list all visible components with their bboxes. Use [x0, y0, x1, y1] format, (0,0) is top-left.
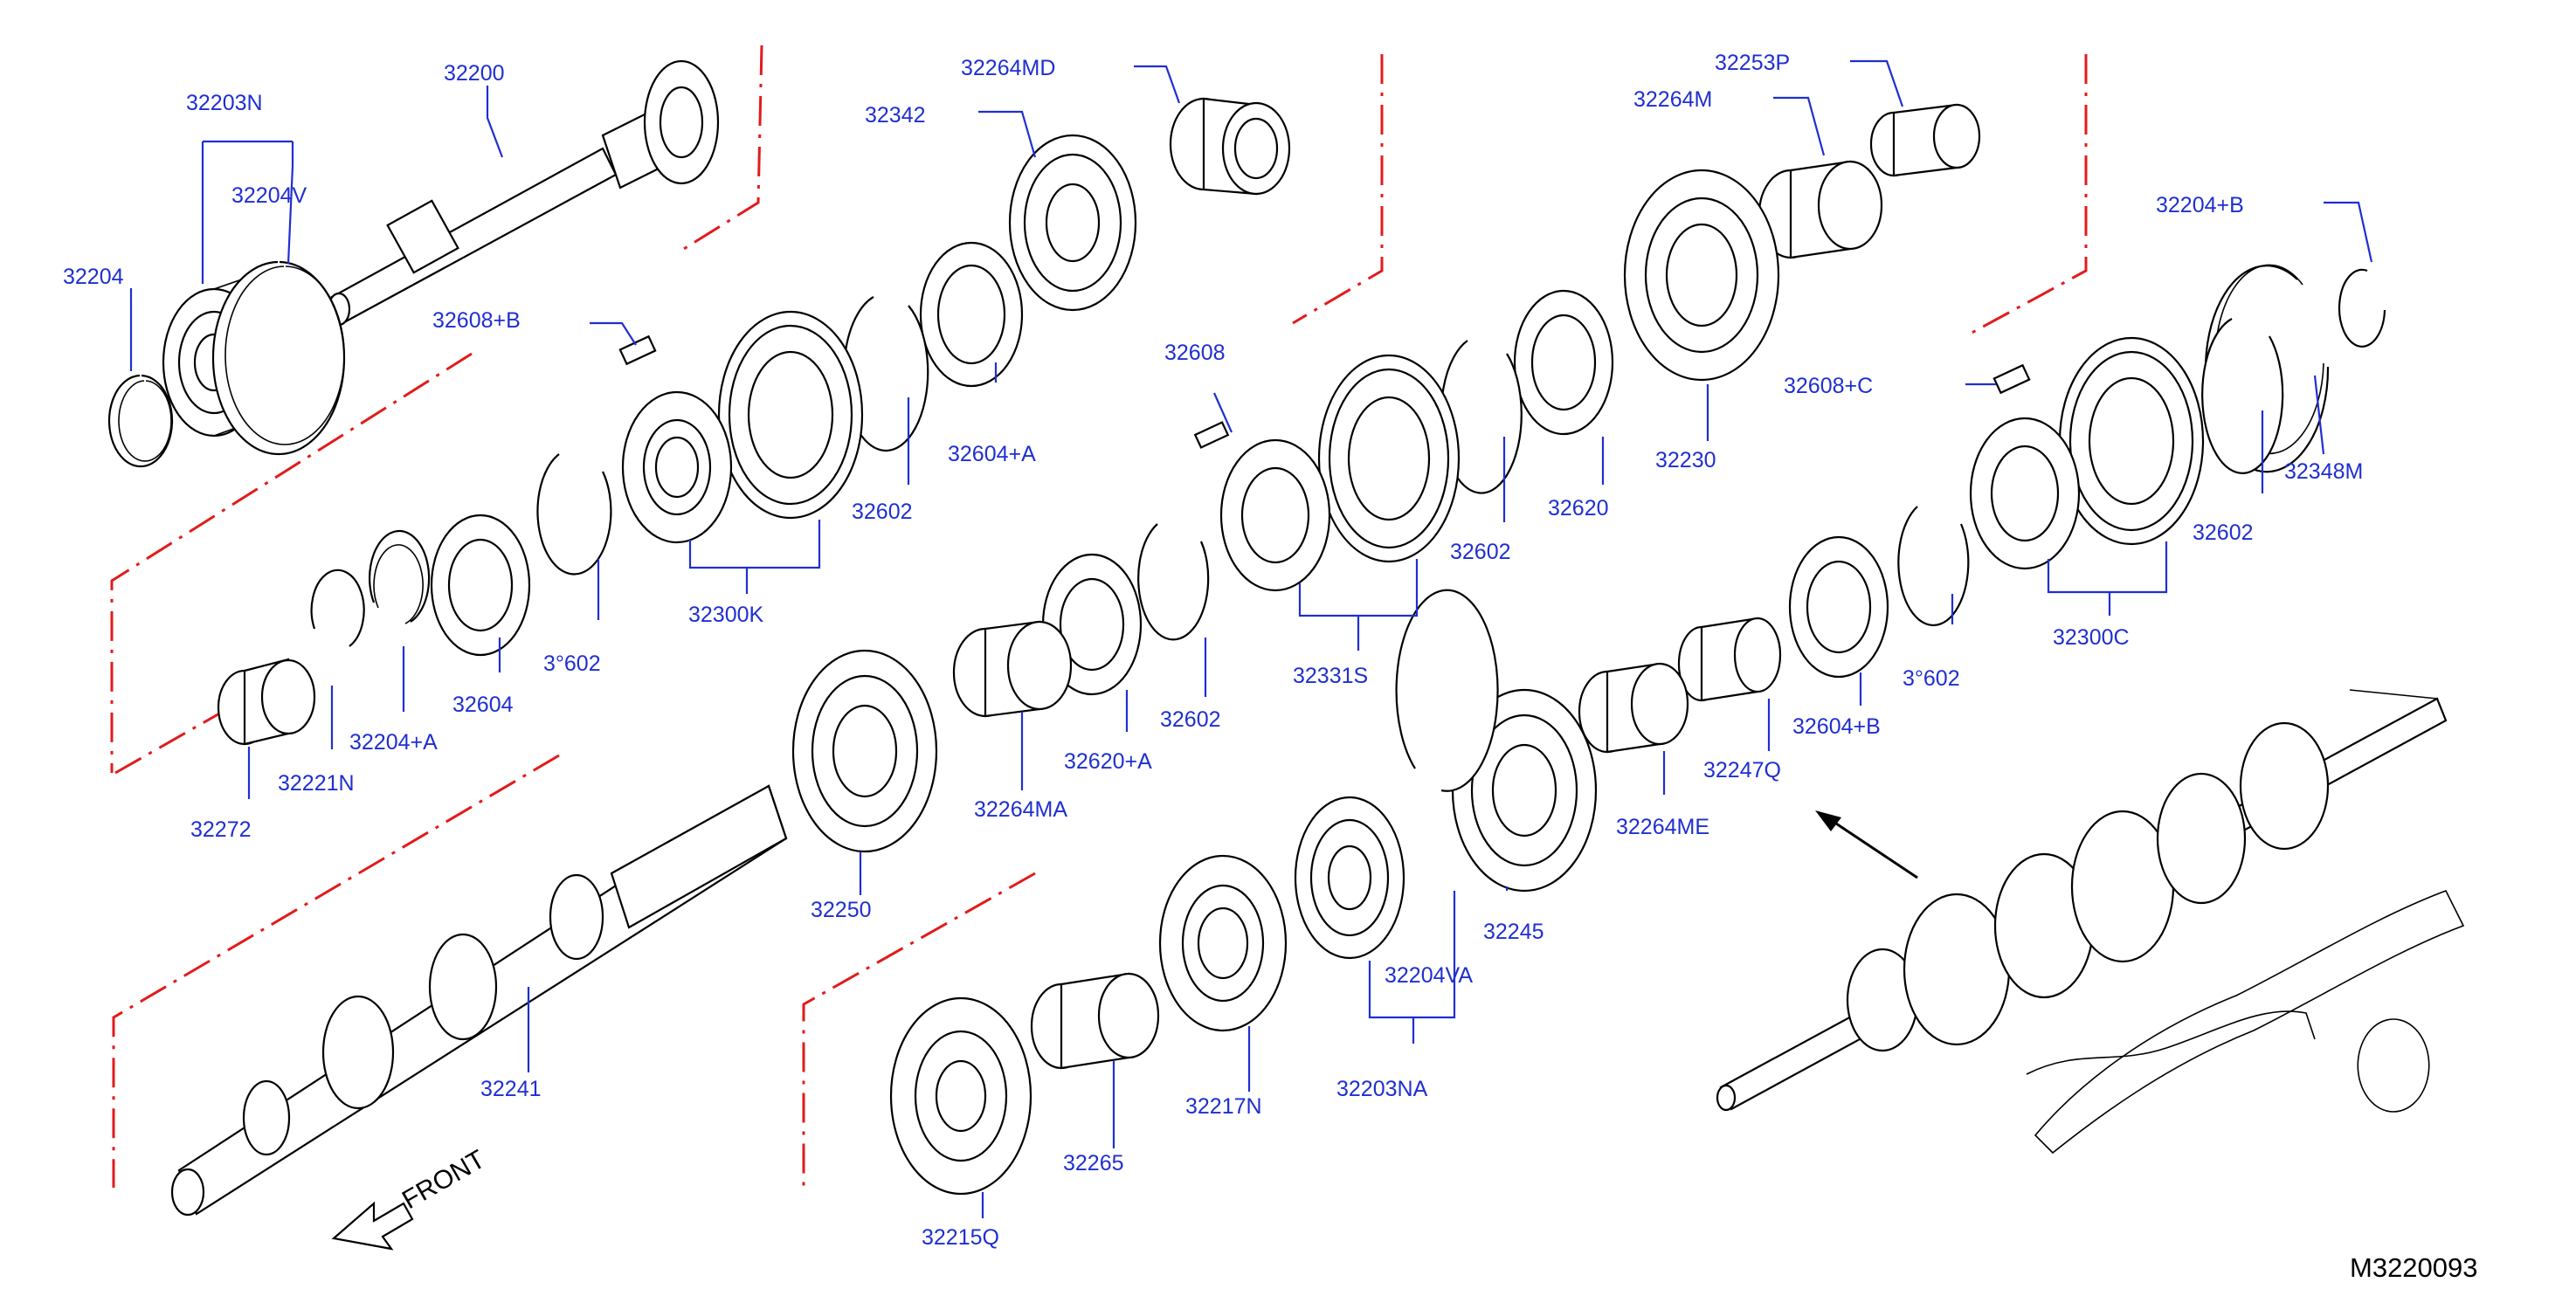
label-3602-a: 3°602	[543, 651, 601, 676]
label-32204B: 32204+B	[2156, 193, 2244, 217]
bushing-32247Q	[1677, 617, 1782, 702]
label-32241: 32241	[480, 1077, 542, 1101]
label-32204A: 32204+A	[349, 730, 438, 755]
bushing-32253P	[1869, 103, 1981, 177]
assembled-shaft-view	[1716, 689, 2465, 1155]
label-32230: 32230	[1655, 448, 1716, 472]
needle-bearing-32264ME	[1578, 662, 1689, 754]
label-32221N: 32221N	[278, 771, 355, 796]
label-32604: 32604	[452, 693, 514, 717]
label-32602-d: 32602	[2193, 520, 2254, 545]
baulk-ring-32604B	[1788, 535, 1889, 679]
label-32300C: 32300C	[2053, 625, 2130, 650]
insert-key-32608	[1193, 421, 1230, 449]
front-label: FRONT	[397, 1145, 490, 1215]
hub-32300K	[621, 390, 733, 544]
label-32608: 32608	[1164, 341, 1226, 365]
label-32265: 32265	[1063, 1151, 1124, 1175]
diagram-code: M3220093	[2350, 1252, 2478, 1283]
label-32203NA: 32203NA	[1336, 1077, 1428, 1101]
snap-ring-3602-right	[1897, 506, 1970, 627]
label-32200: 32200	[444, 61, 505, 86]
baulk-ring-32620	[1513, 289, 1614, 436]
snap-ring-32602-mid	[1440, 340, 1523, 494]
needle-bearing-32264MA	[952, 620, 1073, 718]
label-32602-c: 32602	[1160, 707, 1221, 732]
label-32245: 32245	[1483, 920, 1544, 944]
gear-32215Q	[889, 996, 1032, 1196]
leader-lines	[129, 59, 2373, 1218]
insert-key-32608C	[1992, 363, 2031, 395]
label-32272: 32272	[190, 817, 252, 842]
baulk-ring-32604A	[919, 241, 1024, 388]
label-32608B: 32608+B	[432, 308, 521, 333]
label-32620A: 32620+A	[1064, 749, 1152, 774]
needle-bearing-32264M	[1758, 160, 1883, 259]
label-32300K: 32300K	[688, 603, 764, 627]
main-shaft-32241	[170, 784, 788, 1217]
part-labels: 32200 32203N 32204V 32204 32608+B 32264M…	[63, 51, 2363, 1250]
label-32342: 32342	[865, 103, 926, 128]
gear-32230	[1623, 169, 1780, 382]
label-32264MA: 32264MA	[974, 797, 1067, 822]
label-3602-b: 3°602	[1903, 666, 1960, 691]
baulk-ring-32604	[430, 514, 531, 657]
label-32620: 32620	[1548, 496, 1609, 520]
label-32608C: 32608+C	[1784, 374, 1873, 398]
label-32348M: 32348M	[2284, 459, 2363, 484]
hub-32331S	[1219, 438, 1331, 592]
needle-bearing-32272	[217, 658, 316, 746]
snap-ring-32204B	[2338, 268, 2386, 348]
label-32204VA: 32204VA	[1385, 963, 1473, 988]
bearing-32203NA	[1294, 796, 1405, 960]
label-32204V: 32204V	[231, 183, 307, 208]
label-32264MD: 32264MD	[961, 56, 1055, 80]
phantom-lines	[110, 45, 2088, 1188]
sleeve-32331S	[1317, 354, 1461, 563]
label-32253P: 32253P	[1715, 51, 1790, 75]
label-32602-a: 32602	[852, 500, 913, 524]
label-32602-b: 32602	[1450, 540, 1511, 564]
hub-32300C	[1969, 417, 2081, 570]
assembly-arrow	[1815, 810, 1918, 879]
snap-ring-32602-upper	[843, 296, 929, 452]
label-32604B: 32604+B	[1792, 714, 1881, 739]
needle-bearing-32264MD	[1169, 97, 1291, 196]
label-32247Q: 32247Q	[1703, 758, 1781, 782]
label-32264ME: 32264ME	[1616, 815, 1709, 839]
gear-32217N	[1158, 854, 1288, 1032]
snap-ring-32221N	[310, 569, 365, 647]
label-32217N: 32217N	[1185, 1094, 1262, 1119]
bushing-32265	[1030, 972, 1160, 1070]
snap-ring-32204VA	[1395, 589, 1499, 792]
insert-key-32608B	[618, 334, 657, 366]
label-32215Q: 32215Q	[922, 1225, 999, 1250]
snap-ring-32204A	[368, 529, 431, 624]
front-arrow	[331, 1201, 414, 1251]
gear-32250	[791, 649, 938, 853]
sleeve-32300K	[717, 310, 864, 520]
label-32604A: 32604+A	[948, 442, 1036, 466]
label-32250: 32250	[811, 898, 872, 922]
input-shaft-32200	[327, 59, 720, 327]
label-32203N: 32203N	[186, 91, 263, 115]
snap-ring-3602-left	[536, 453, 612, 576]
snap-ring-32602-c	[1137, 523, 1210, 641]
gear-32342	[1008, 134, 1137, 312]
snap-ring-32204V	[211, 260, 346, 456]
snap-ring-32204	[107, 374, 174, 468]
sleeve-32300C	[2058, 336, 2205, 546]
label-32204: 32204	[63, 265, 124, 289]
label-32264M: 32264M	[1633, 87, 1712, 112]
snap-ring-32602-right	[2201, 318, 2284, 474]
label-32331S: 32331S	[1293, 664, 1368, 688]
